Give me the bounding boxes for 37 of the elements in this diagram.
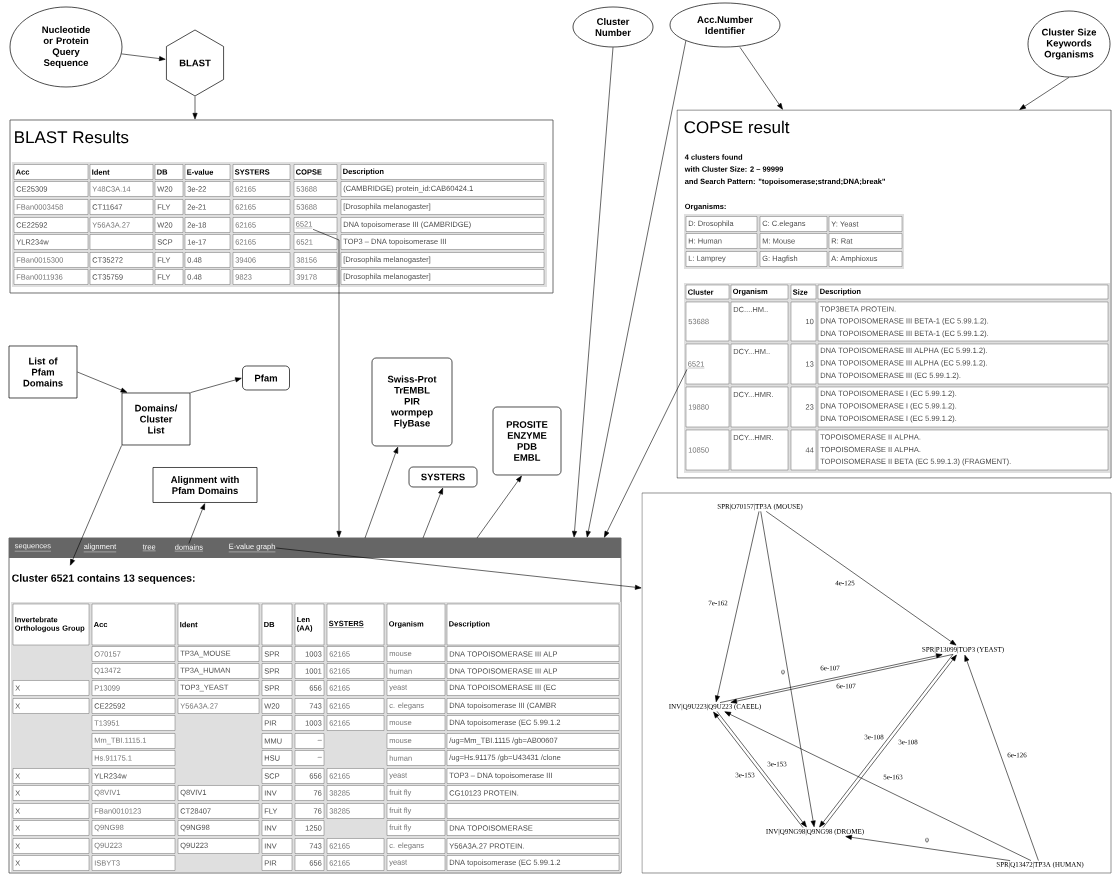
database-box: Swiss-Prot TrEMBL PIR wormpep FlyBase xyxy=(371,357,453,447)
arrow xyxy=(572,47,614,538)
process-box: List of Pfam Domains xyxy=(8,345,78,399)
arrow xyxy=(1019,77,1070,110)
oval-label: Cluster Number xyxy=(572,6,654,48)
process-box: Domains/ Cluster List xyxy=(121,392,191,446)
arrow xyxy=(724,711,1032,861)
oval-label: Cluster Size Keywords Organisms xyxy=(1027,10,1111,78)
process-box: Alignment with Pfam Domains xyxy=(152,467,258,503)
arrow xyxy=(77,371,128,393)
database-box: Pfam xyxy=(242,365,290,391)
arrow xyxy=(70,445,122,566)
arrow xyxy=(422,487,443,539)
arrow xyxy=(760,511,816,828)
arrow xyxy=(604,369,688,538)
arrow xyxy=(715,511,760,703)
arrow xyxy=(364,446,399,539)
database-box: PROSITE ENZYME PDB EMBL xyxy=(492,406,562,476)
page-title: Cluster 6521 contains 13 sequences: xyxy=(12,574,195,584)
database-box: SYSTERS xyxy=(408,466,478,488)
arrow xyxy=(765,511,957,646)
process-hexagon: BLAST xyxy=(166,29,224,97)
oval-label: Nucleotide or Protein Query Sequence xyxy=(9,6,123,88)
page-title: COPSE result xyxy=(684,120,790,134)
arrow xyxy=(190,377,242,393)
arrow xyxy=(192,96,198,120)
arrow xyxy=(845,834,1011,861)
arrow xyxy=(964,654,1039,861)
arrow xyxy=(275,547,642,590)
arrow xyxy=(585,40,687,538)
graph-panel xyxy=(641,492,1112,874)
arrow xyxy=(312,229,342,538)
arrow xyxy=(476,475,522,539)
arrow xyxy=(739,47,783,110)
page-title: BLAST Results xyxy=(15,130,129,144)
arrow xyxy=(121,53,166,61)
oval-label: Acc.Number Identifier xyxy=(669,2,781,48)
